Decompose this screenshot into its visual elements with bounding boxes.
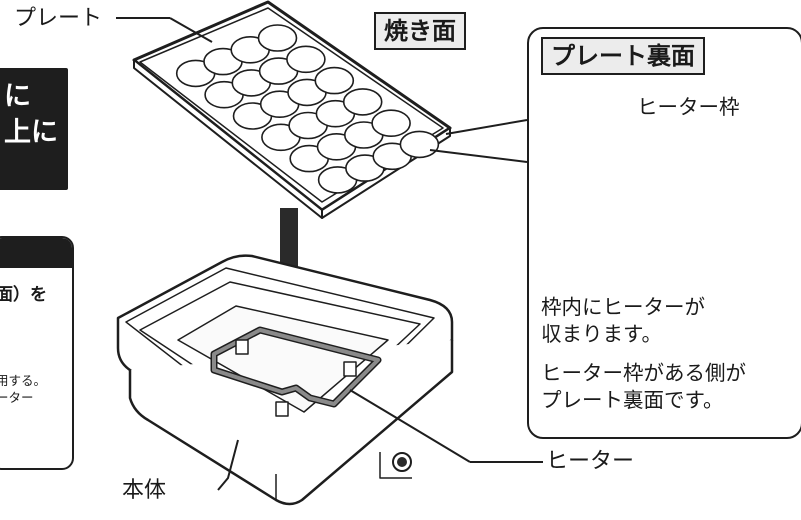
plate-well	[257, 24, 298, 52]
left-note-box: に 上に	[0, 68, 68, 190]
plate-well	[399, 130, 440, 159]
panel-note-1-line-2: 収まります。	[541, 322, 662, 346]
plate-well	[314, 66, 355, 95]
panel-note-2-line-1: ヒーター枠がある側が	[541, 361, 746, 385]
main-body-drawing	[116, 254, 454, 506]
left-note-line-1: に	[4, 81, 31, 112]
panel-note-2: ヒーター枠がある側が プレート裏面です。	[541, 360, 746, 414]
plate-well	[342, 88, 383, 116]
panel-note-2-line-2: プレート裏面です。	[541, 388, 724, 412]
plate-back-panel	[527, 27, 801, 439]
caution-text-2-line-2: ーター	[0, 390, 34, 405]
caution-text-1: 面）を	[0, 285, 47, 305]
plate-wells	[175, 24, 440, 194]
plate-well	[371, 109, 411, 137]
panel-title: プレート裏面	[541, 37, 705, 75]
label-heater-frame: ヒーター枠	[637, 95, 740, 119]
caution-text-2: 用する。 ーター	[0, 372, 46, 406]
caution-text-2-line-1: 用する。	[0, 373, 47, 388]
panel-note-1: 枠内にヒーターが 収まります。	[541, 294, 705, 348]
left-caution-box: 面）を 用する。 ーター	[0, 236, 74, 470]
label-plate: プレート	[14, 6, 103, 31]
caution-header	[0, 238, 72, 268]
label-baking-surface: 焼き面	[374, 12, 466, 50]
leader-lines	[116, 17, 687, 491]
left-note-line-2: 上に	[4, 117, 58, 148]
label-main-body: 本体	[122, 478, 167, 503]
panel-note-1-line-1: 枠内にヒーターが	[541, 295, 705, 319]
plate-well	[286, 45, 326, 74]
label-heater: ヒーター	[546, 449, 635, 474]
